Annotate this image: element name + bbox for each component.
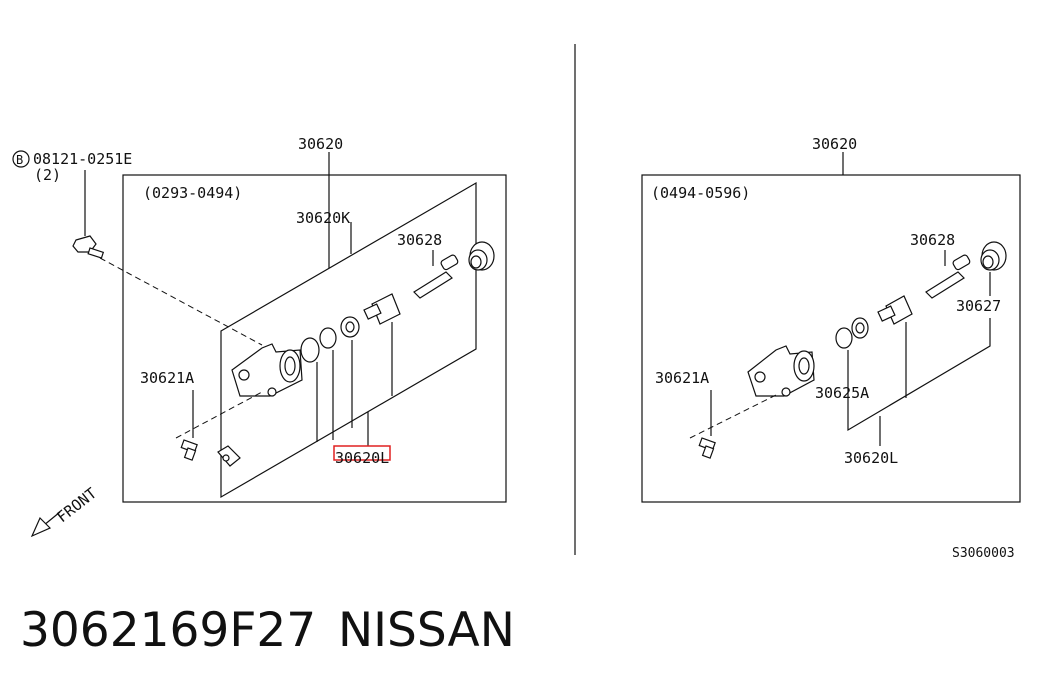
right-piston-cup[interactable]: [877, 295, 913, 325]
left-piston-cup[interactable]: [363, 293, 401, 325]
left-range-label: (0293-0494): [143, 184, 242, 202]
kit-parallelogram: [220, 181, 477, 499]
bolt-qty-label: (2): [34, 166, 61, 184]
right-panel-frame: [641, 174, 1021, 503]
left-kit-label[interactable]: 30620K: [296, 209, 350, 227]
part-number: 3062169F27: [20, 603, 316, 658]
right-bleeder-screw[interactable]: [698, 437, 716, 459]
left-bleeder-screw[interactable]: [180, 439, 198, 461]
left-bleeder-label[interactable]: 30621A: [140, 369, 194, 387]
left-assembly-label[interactable]: 30620: [298, 135, 343, 153]
left-dust-boot[interactable]: [468, 241, 495, 271]
right-bleeder-label[interactable]: 30621A: [655, 369, 709, 387]
front-label: FRONT: [53, 484, 100, 526]
bolt-code-label[interactable]: 08121-0251E: [33, 150, 132, 168]
left-cylinder-body[interactable]: [231, 343, 303, 397]
right-seal[interactable]: [835, 317, 869, 349]
right-assembly-label[interactable]: 30620: [812, 135, 857, 153]
front-arrow-icon: [30, 511, 61, 538]
left-panel-frame: [122, 174, 507, 503]
drawing-code: S3060003: [952, 546, 1015, 561]
brand-name: NISSAN: [338, 603, 515, 658]
right-push-rod[interactable]: [925, 254, 971, 299]
right-repair-kit-label[interactable]: 30620L: [844, 449, 898, 467]
bolt-symbol: B: [16, 153, 23, 167]
bolt-part[interactable]: [72, 235, 105, 259]
right-rod-label[interactable]: 30628: [910, 231, 955, 249]
left-rod-label[interactable]: 30628: [397, 231, 442, 249]
left-clip[interactable]: [217, 445, 241, 467]
bolt-symbol-circle: [12, 150, 30, 168]
right-seal-label[interactable]: 30625A: [815, 384, 869, 402]
right-cylinder-body[interactable]: [747, 345, 815, 397]
left-piston[interactable]: [340, 316, 360, 338]
left-push-rod[interactable]: [413, 254, 459, 299]
right-dust-boot[interactable]: [980, 241, 1007, 271]
right-boot-label[interactable]: 30627: [956, 297, 1001, 315]
left-seal-ring-1[interactable]: [300, 337, 320, 363]
left-repair-kit-label[interactable]: 30620L: [335, 449, 389, 467]
highlight-box: [333, 445, 391, 461]
left-seal-ring-2[interactable]: [319, 327, 337, 349]
right-range-label: (0494-0596): [651, 184, 750, 202]
